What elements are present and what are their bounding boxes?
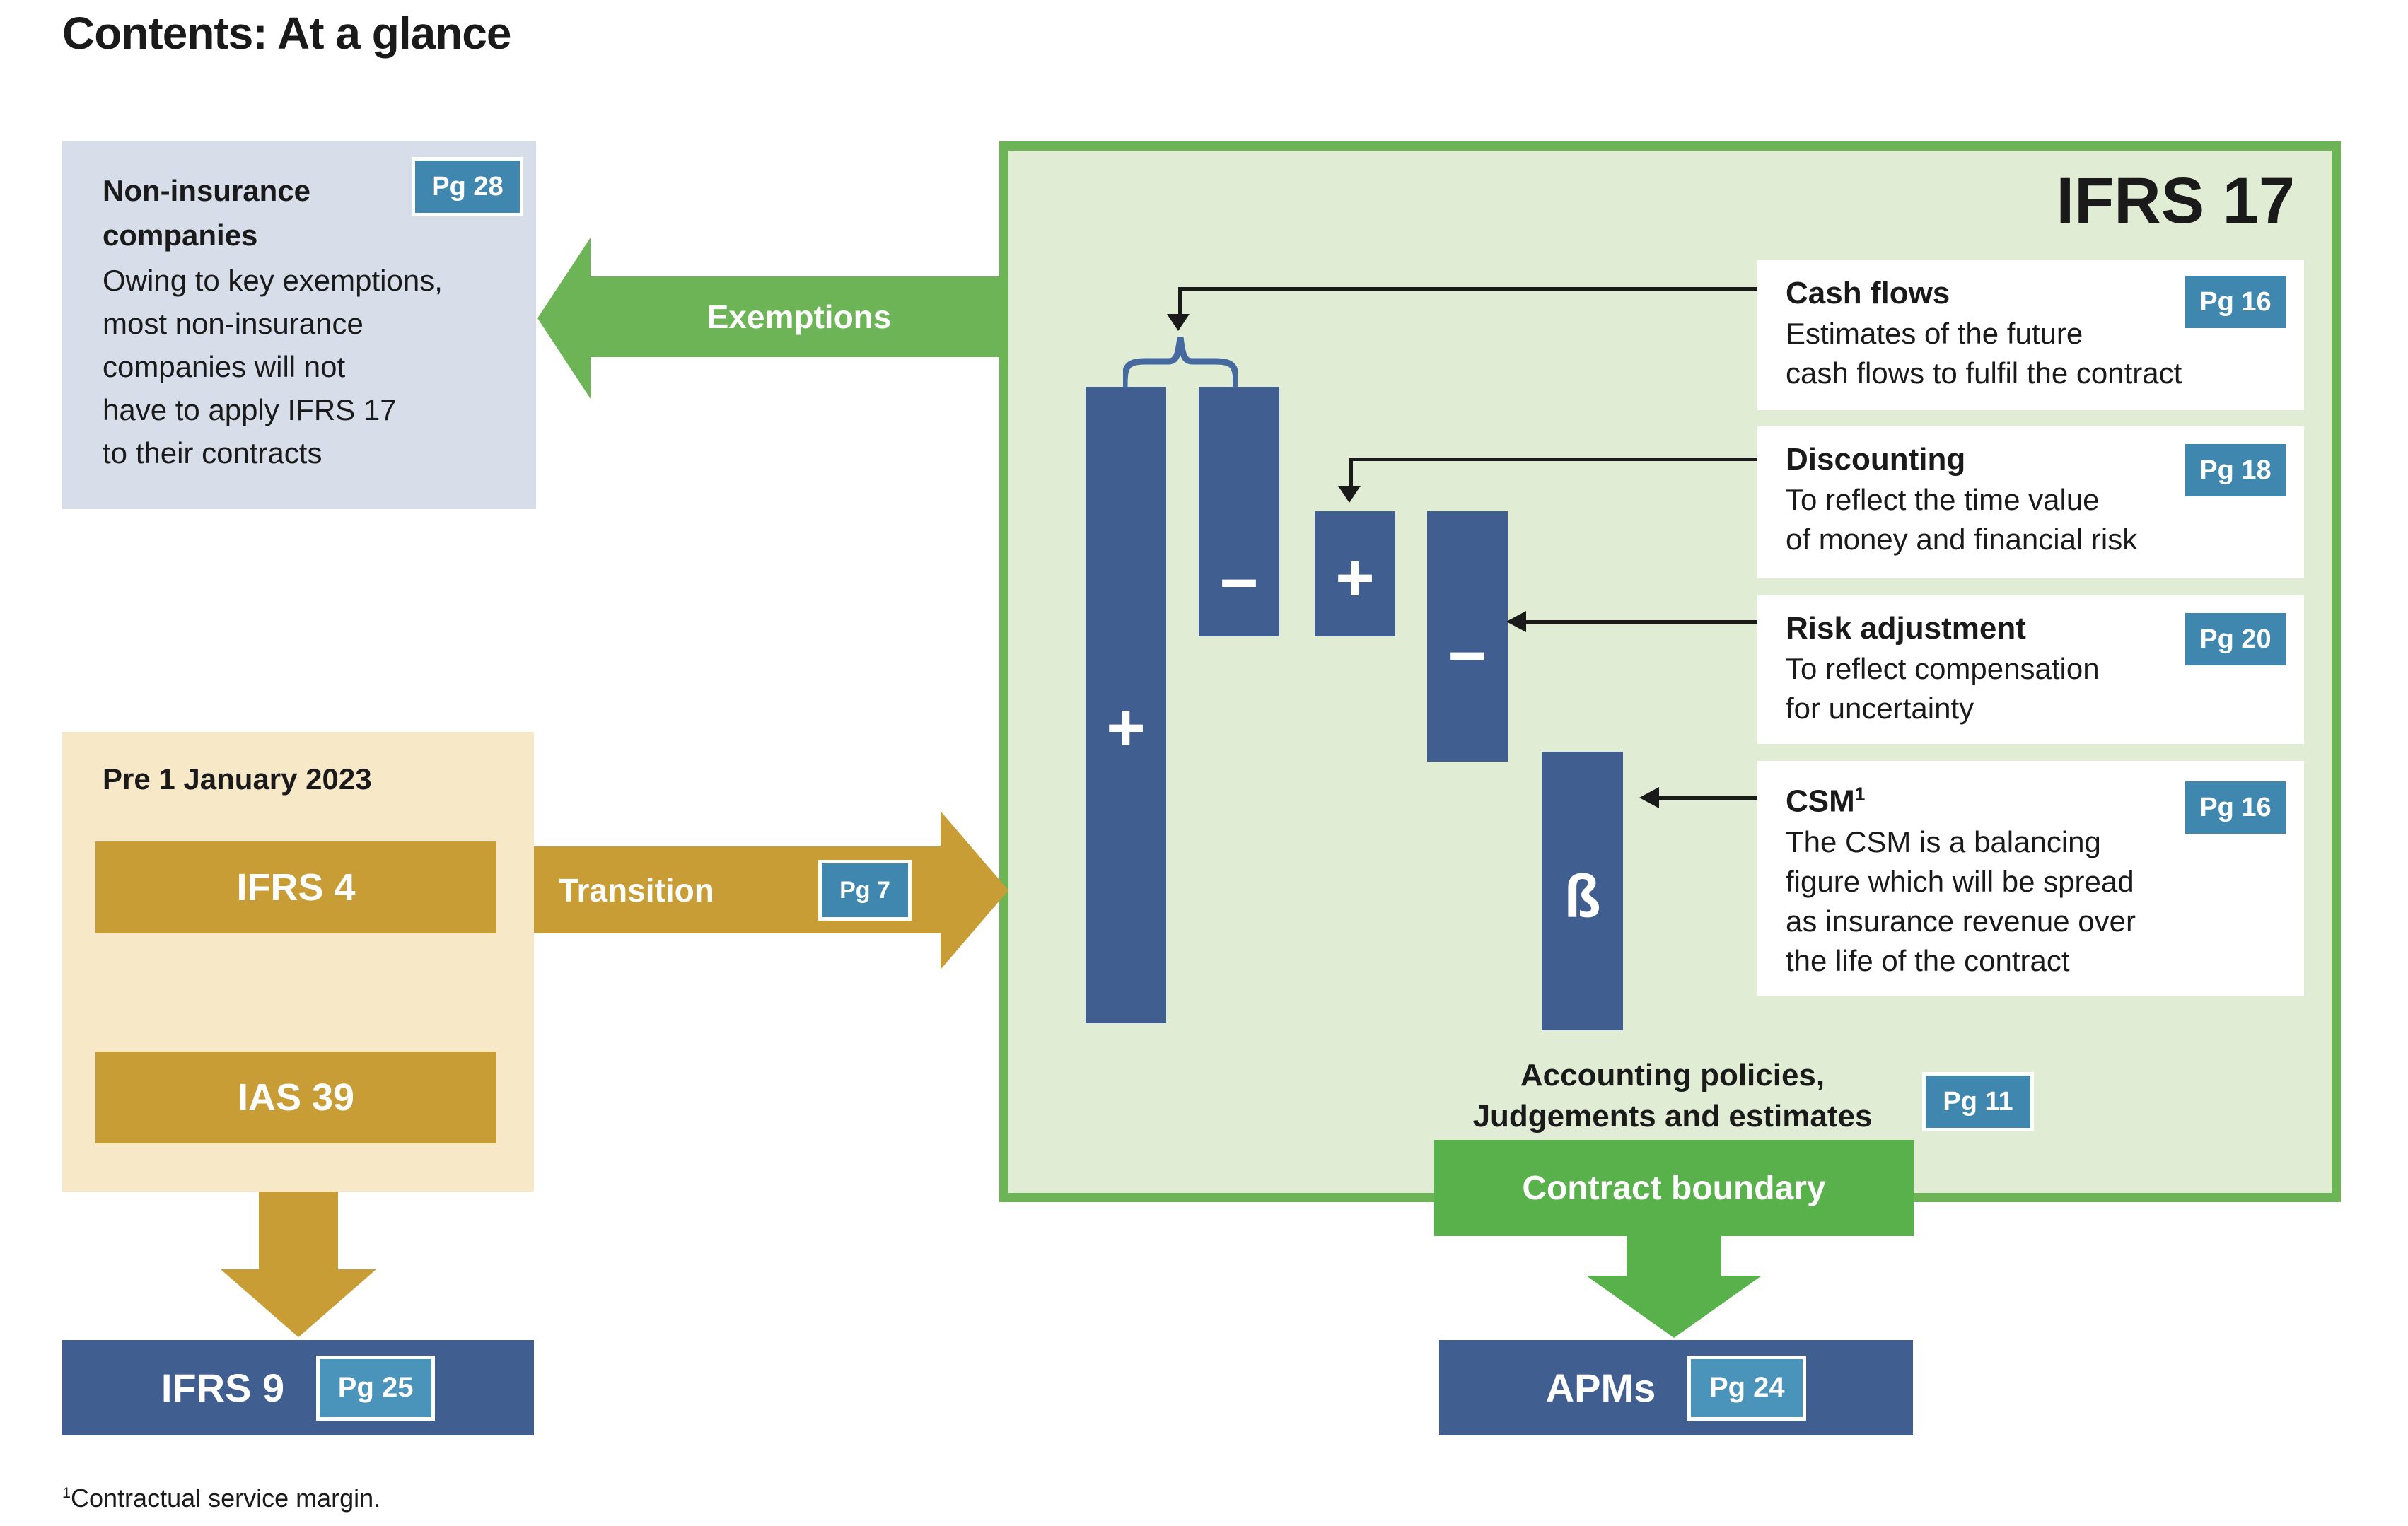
info-line: To reflect compensation [1786, 652, 2100, 685]
plus-icon: + [1106, 690, 1146, 766]
gold-down-arrow-stem [259, 1192, 338, 1271]
info-line: figure which will be spread [1786, 864, 2134, 898]
page-badge-risk-adjustment: Pg 20 [2182, 610, 2289, 669]
transition-label: Transition [559, 846, 714, 933]
page-badge-discounting: Pg 18 [2182, 441, 2289, 500]
info-line: as insurance revenue over [1786, 904, 2136, 938]
info-line: The CSM is a balancing [1786, 825, 2101, 858]
body-line: to their contracts [103, 436, 322, 470]
apms-label: APMs [1545, 1365, 1656, 1410]
arrow-down-icon [1167, 314, 1190, 331]
beta-icon: ß [1564, 863, 1601, 931]
info-line: Estimates of the future [1786, 317, 2083, 350]
gold-down-arrow-icon [221, 1269, 376, 1337]
discounting-connector-drop [1349, 458, 1353, 486]
info-line: of money and financial risk [1786, 523, 2138, 556]
non-insurance-body: Owing to key exemptions, most non-insura… [103, 259, 443, 474]
title-text: Discounting [1786, 442, 1966, 477]
arrow-left-icon [1639, 787, 1659, 808]
body-line: Owing to key exemptions, [103, 264, 443, 297]
acct-line1: Accounting policies, [1520, 1058, 1825, 1093]
arrow-down-icon [1338, 486, 1361, 503]
plus-icon: + [1335, 540, 1375, 616]
acct-line2: Judgements and estimates [1472, 1099, 1873, 1134]
contract-boundary-label: Contract boundary [1522, 1169, 1826, 1207]
ifrs9-label: IFRS 9 [161, 1365, 285, 1410]
waterfall-bar-risk-adjustment: − [1427, 511, 1508, 762]
info-line: cash flows to fulfil the contract [1786, 356, 2182, 390]
info-box-title: CSM1 [1786, 774, 2304, 822]
waterfall-bar-cash-inflows: + [1086, 387, 1166, 1023]
info-line: for uncertainty [1786, 692, 1974, 725]
info-box-title: Risk adjustment [1786, 608, 2304, 649]
cash-flows-connector-line [1180, 287, 1757, 291]
exemptions-label: Exemptions [706, 298, 892, 335]
page-badge-non-insurance: Pg 28 [412, 157, 523, 216]
ifrs4-label: IFRS 4 [236, 866, 356, 909]
ifrs4-bar: IFRS 4 [95, 841, 496, 933]
body-line: companies will not [103, 350, 346, 383]
footnote-text: Contractual service margin. [71, 1484, 381, 1513]
arrow-left-icon [1506, 611, 1526, 632]
body-line: have to apply IFRS 17 [103, 393, 397, 426]
brace-icon [1123, 337, 1238, 388]
non-insurance-title: Non-insurance companies [103, 168, 310, 257]
info-line: the life of the contract [1786, 943, 2070, 977]
non-insurance-title-line1: Non-insurance [103, 174, 311, 207]
non-insurance-panel: Pg 28 Non-insurance companies Owing to k… [62, 141, 536, 509]
page-badge-accounting: Pg 11 [1922, 1072, 2034, 1131]
green-down-arrow-stem [1627, 1235, 1721, 1277]
ias39-label: IAS 39 [237, 1076, 355, 1119]
ias39-bar: IAS 39 [95, 1052, 496, 1143]
title-text: CSM [1786, 784, 1855, 819]
exemptions-arrow: Exemptions [591, 276, 1008, 357]
ifrs17-heading: IFRS 17 [2056, 165, 2295, 237]
info-box-csm: Pg 16 CSM1 The CSM is a balancing figure… [1757, 761, 2304, 996]
title-text: Cash flows [1786, 276, 1950, 310]
minus-icon: − [1219, 545, 1259, 621]
contract-boundary-banner: Contract boundary [1434, 1140, 1914, 1236]
info-box-cash-flows: Pg 16 Cash flows Estimates of the future… [1757, 260, 2304, 410]
waterfall-bar-csm: ß [1542, 752, 1623, 1030]
page-badge-transition: Pg 7 [818, 860, 912, 921]
apms-box: APMs Pg 24 [1439, 1340, 1913, 1435]
page-badge-ifrs9: Pg 25 [316, 1355, 436, 1421]
info-box-title: Cash flows [1786, 273, 2304, 314]
csm-connector-line [1658, 796, 1757, 800]
accounting-policies-text: Accounting policies, Judgements and esti… [1429, 1055, 1916, 1137]
footnote-marker: 1 [62, 1484, 71, 1501]
page-badge-cash-flows: Pg 16 [2182, 272, 2289, 332]
minus-icon: − [1448, 618, 1487, 694]
page-badge-csm: Pg 16 [2182, 778, 2289, 837]
discounting-connector-line [1349, 458, 1757, 461]
waterfall-bar-discounting: + [1315, 511, 1395, 636]
footnote: 1Contractual service margin. [62, 1484, 380, 1513]
pre-2023-heading: Pre 1 January 2023 [103, 762, 372, 796]
waterfall-bar-cash-outflows: − [1199, 387, 1279, 636]
ifrs9-box: IFRS 9 Pg 25 [62, 1340, 534, 1435]
body-line: most non-insurance [103, 307, 363, 340]
risk-adjustment-connector-line [1525, 620, 1757, 624]
info-line: To reflect the time value [1786, 483, 2100, 516]
page-badge-apms: Pg 24 [1687, 1355, 1807, 1421]
footnote-marker: 1 [1854, 784, 1866, 805]
cash-flows-connector-drop [1178, 287, 1182, 314]
page-title: Contents: At a glance [62, 8, 511, 59]
info-box-risk-adjustment: Pg 20 Risk adjustment To reflect compens… [1757, 595, 2304, 744]
info-box-discounting: Pg 18 Discounting To reflect the time va… [1757, 426, 2304, 578]
title-text: Risk adjustment [1786, 611, 2026, 646]
exemptions-arrow-head-icon [537, 238, 591, 399]
info-box-title: Discounting [1786, 439, 2304, 480]
green-down-arrow-icon [1586, 1276, 1762, 1338]
non-insurance-title-line2: companies [103, 219, 258, 252]
transition-arrow-head-icon [941, 811, 1008, 969]
transition-label-text: Transition [559, 871, 714, 909]
